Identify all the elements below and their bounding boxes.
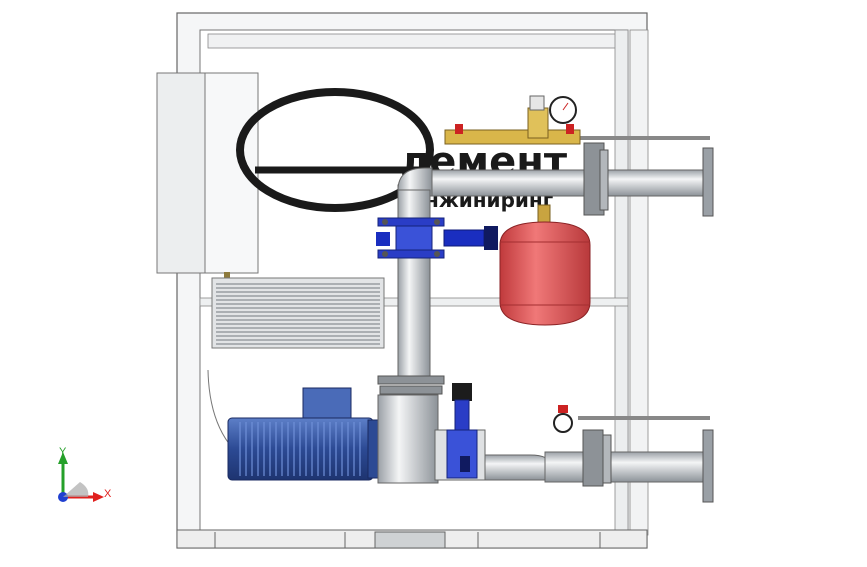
vent-grille bbox=[211, 277, 385, 349]
x-axis-label: X bbox=[104, 488, 112, 500]
coordinate-triad: Y X bbox=[58, 446, 112, 502]
expansion-tank[interactable] bbox=[499, 204, 591, 326]
riser-valve[interactable] bbox=[376, 217, 498, 259]
lower-outlet-pipe[interactable] bbox=[484, 405, 714, 503]
pump-motor[interactable] bbox=[227, 387, 381, 481]
lower-valve[interactable] bbox=[446, 383, 478, 479]
safety-group[interactable] bbox=[444, 95, 581, 145]
riser-pipe[interactable] bbox=[397, 167, 433, 381]
y-axis-label: Y bbox=[59, 446, 67, 458]
riser-lower-flange bbox=[377, 375, 445, 395]
control-cabinet[interactable] bbox=[156, 72, 259, 280]
upper-outlet-pipe[interactable] bbox=[429, 136, 714, 217]
lower-gauge-icon bbox=[553, 413, 573, 433]
